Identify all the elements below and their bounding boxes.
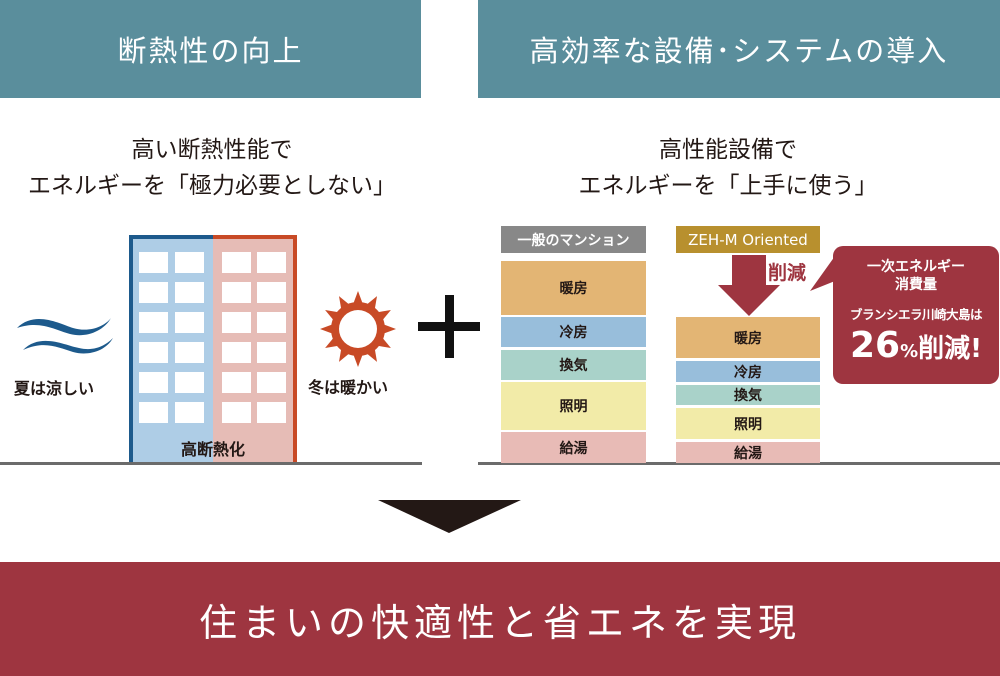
building-window xyxy=(175,282,204,303)
right-subtitle-line1: 高性能設備で xyxy=(659,137,797,163)
zeh-segment: 照明 xyxy=(676,408,820,439)
ground-line-left xyxy=(0,462,422,465)
reduction-callout: 一次エネルギー 消費量 ブランシエラ川崎大島は 26%削減! xyxy=(833,246,999,384)
building-label: 高断熱化 xyxy=(180,440,245,459)
right-subtitle-line2: エネルギーを「上手に使う」 xyxy=(578,173,878,199)
building-window xyxy=(175,342,204,363)
building-window xyxy=(139,342,168,363)
building-window xyxy=(257,252,286,273)
callout-line1: 一次エネルギー xyxy=(867,259,965,275)
reduction-label: 削減 xyxy=(768,262,807,284)
left-header: 断熱性の向上 xyxy=(0,0,421,98)
building-window xyxy=(222,252,251,273)
building-window xyxy=(257,402,286,423)
general-segment: 換気 xyxy=(501,350,646,380)
building-window xyxy=(257,342,286,363)
building-window xyxy=(222,312,251,333)
callout-value: 26%削減! xyxy=(833,325,999,366)
zeh-label: ZEH-M Oriented xyxy=(676,226,820,253)
right-subtitle: 高性能設備で エネルギーを「上手に使う」 xyxy=(478,132,978,204)
right-header: 高効率な設備･システムの導入 xyxy=(478,0,1000,98)
building-window xyxy=(175,312,204,333)
building-window xyxy=(257,282,286,303)
general-segment: 給湯 xyxy=(501,432,646,463)
general-segment: 冷房 xyxy=(501,317,646,347)
wave-icon xyxy=(17,318,113,354)
zeh-segment: 冷房 xyxy=(676,361,820,382)
building-window xyxy=(139,252,168,273)
building-window xyxy=(139,372,168,393)
building-window xyxy=(139,312,168,333)
building-window xyxy=(175,372,204,393)
ground-line-right xyxy=(478,462,1000,465)
callout-suffix: 削減! xyxy=(918,334,982,364)
left-subtitle-line1: 高い断熱性能で xyxy=(131,137,293,163)
callout-pointer xyxy=(810,256,835,291)
result-arrow-icon xyxy=(378,500,521,533)
building-window xyxy=(139,402,168,423)
general-segment: 暖房 xyxy=(501,261,646,315)
general-segment: 照明 xyxy=(501,382,646,430)
zeh-segment: 換気 xyxy=(676,385,820,405)
summer-label: 夏は涼しい xyxy=(14,379,95,398)
building-window xyxy=(222,372,251,393)
winter-label: 冬は暖かい xyxy=(308,378,389,397)
general-label: 一般のマンション xyxy=(501,226,646,253)
left-subtitle: 高い断熱性能で エネルギーを「極力必要としない」 xyxy=(0,132,424,204)
down-arrow-icon xyxy=(718,255,780,316)
building-window xyxy=(139,282,168,303)
zeh-segment: 暖房 xyxy=(676,317,820,358)
sun-icon xyxy=(320,291,396,367)
left-subtitle-line2: エネルギーを「極力必要としない」 xyxy=(28,173,396,199)
footer-banner: 住まいの快適性と省エネを実現 xyxy=(0,562,1000,676)
callout-percent: 26 xyxy=(849,325,901,366)
building-window xyxy=(257,312,286,333)
callout-unit: % xyxy=(900,341,919,362)
building-window xyxy=(257,372,286,393)
zeh-segment: 給湯 xyxy=(676,442,820,463)
building-window xyxy=(175,252,204,273)
building-window xyxy=(222,342,251,363)
building-window xyxy=(222,282,251,303)
callout-line2: 消費量 xyxy=(895,277,937,293)
plus-icon-vertical xyxy=(445,295,454,358)
building-window xyxy=(222,402,251,423)
callout-line3: ブランシエラ川崎大島は xyxy=(849,307,983,322)
building-window xyxy=(175,402,204,423)
